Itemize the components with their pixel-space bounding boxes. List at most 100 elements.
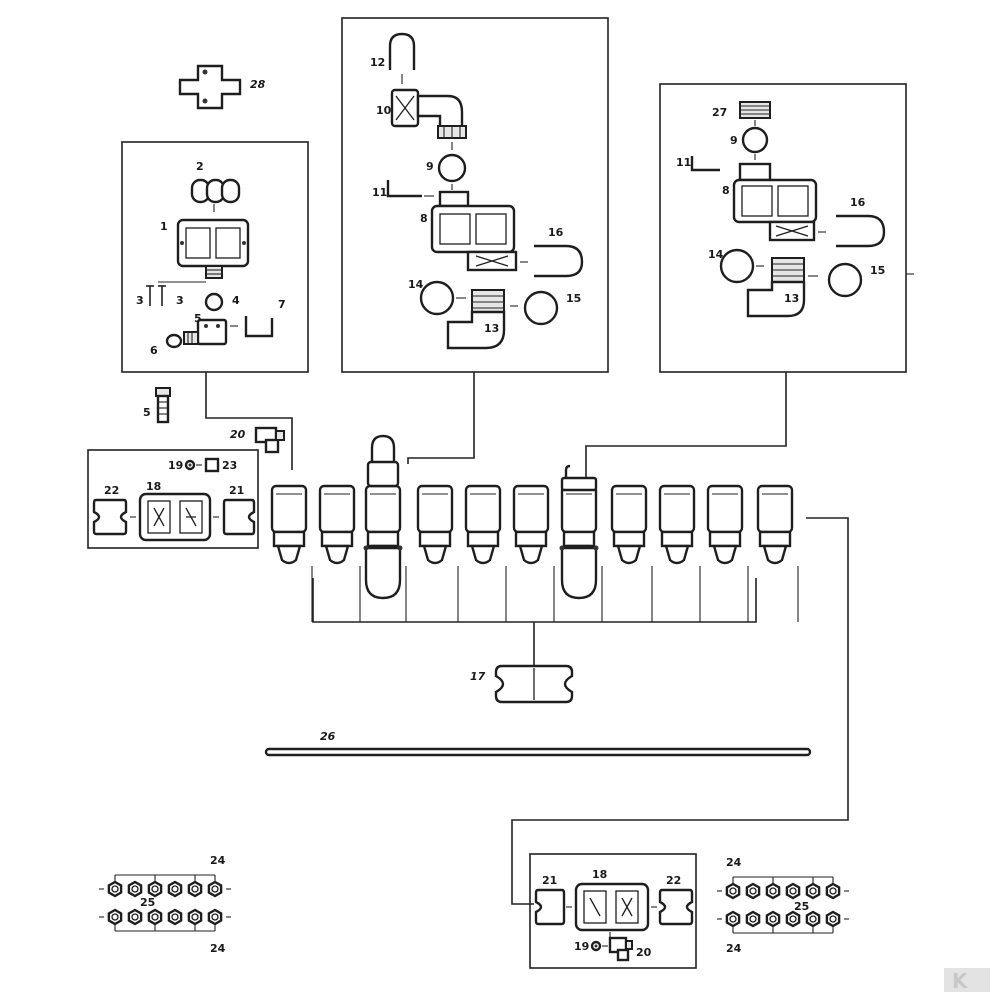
part-18-end-plate (138, 492, 212, 542)
valve-section (559, 464, 603, 622)
label-6: 6 (150, 344, 158, 357)
part-10-elbow-connector (390, 88, 467, 139)
nut (147, 908, 163, 926)
part-21-end-cap-right (534, 888, 566, 926)
label-23: 23 (222, 459, 237, 472)
part-8-valve-body-right (732, 162, 818, 242)
part-17-gasket (494, 664, 574, 704)
label-22a: 22 (104, 484, 119, 497)
label-8a: 8 (420, 212, 428, 225)
nut (167, 880, 183, 898)
detail-box-middle (341, 17, 609, 373)
label-9a: 9 (426, 160, 434, 173)
nut (725, 910, 741, 928)
valve-section (270, 484, 313, 622)
part-9-o-ring (437, 153, 467, 183)
valve-section (610, 484, 653, 622)
leader-right-box (585, 372, 787, 480)
label-13a: 13 (484, 322, 499, 335)
part-16-u-clip (534, 244, 584, 278)
label-17: 17 (470, 670, 486, 683)
part-27-threaded-cap (739, 101, 771, 119)
part-15-o-ring (523, 290, 559, 326)
nut (187, 880, 203, 898)
part-14-o-ring (419, 280, 455, 316)
nut (127, 880, 143, 898)
nut (147, 880, 163, 898)
part-20-elbow-right (608, 936, 633, 962)
leader-to-right-end-box (511, 517, 849, 905)
part-13-elbow-right (746, 257, 806, 318)
nut (785, 882, 801, 900)
label-24c: 24 (726, 856, 742, 869)
nut (107, 880, 123, 898)
label-20b: 20 (636, 946, 652, 959)
leader-left-box (205, 372, 293, 470)
label-16a: 16 (548, 226, 564, 239)
label-15b: 15 (870, 264, 885, 277)
label-3a: 3 (136, 294, 144, 307)
valve-section (756, 484, 799, 622)
valve-section (706, 484, 749, 622)
nut (785, 910, 801, 928)
valve-section (464, 484, 507, 622)
valve-section (363, 434, 407, 622)
nut-group-left (99, 874, 231, 932)
nut (805, 882, 821, 900)
nut (765, 882, 781, 900)
label-26: 26 (320, 730, 336, 743)
label-14a: 14 (408, 278, 424, 291)
part-21-end-cap-left (222, 498, 256, 536)
nut (167, 908, 183, 926)
part-3-screws (146, 285, 166, 306)
label-4: 4 (232, 294, 240, 307)
nut (187, 908, 203, 926)
label-25a: 25 (140, 896, 155, 909)
label-1: 1 (160, 220, 168, 233)
label-9b: 9 (730, 134, 738, 147)
part-18-end-plate-right (574, 882, 650, 932)
part-20-elbow (254, 426, 285, 454)
end-plate-box-left (87, 449, 259, 549)
part-19-washer (184, 459, 196, 471)
nut (805, 910, 821, 928)
end-plate-box-right (529, 853, 697, 969)
part-26-tie-rod (264, 747, 812, 757)
part-2-gasket (190, 178, 241, 204)
label-28: 28 (250, 78, 266, 91)
nut (745, 910, 761, 928)
part-5-elbow (183, 318, 228, 346)
label-27: 27 (712, 106, 727, 119)
leader-middle-box (407, 372, 475, 464)
nut (825, 910, 841, 928)
valve-section (658, 484, 701, 622)
label-21a: 21 (229, 484, 244, 497)
part-4-o-ring (204, 292, 224, 312)
label-11a: 11 (372, 186, 387, 199)
part-9-o-ring-right (741, 126, 769, 154)
label-5a: 5 (194, 312, 202, 325)
nut (725, 882, 741, 900)
label-10: 10 (376, 104, 392, 117)
label-24d: 24 (726, 942, 742, 955)
label-11b: 11 (676, 156, 691, 169)
part-12-u-clip (388, 32, 416, 70)
part-19-washer-right (590, 940, 602, 952)
part-16-u-clip-right (836, 214, 886, 248)
label-22b: 22 (666, 874, 681, 887)
detail-box-right (659, 83, 907, 373)
label-13b: 13 (784, 292, 799, 305)
part-28-bracket (178, 64, 242, 110)
nut (107, 908, 123, 926)
part-11-pin-right (690, 156, 720, 172)
label-16b: 16 (850, 196, 866, 209)
label-2: 2 (196, 160, 204, 173)
nut (127, 908, 143, 926)
brand-logo: K (944, 968, 990, 993)
part-5-fitting-loose (155, 387, 171, 424)
label-18b: 18 (592, 868, 607, 881)
part-23-fitting (204, 457, 220, 473)
part-7-clip (244, 316, 274, 338)
valve-section (416, 484, 459, 622)
